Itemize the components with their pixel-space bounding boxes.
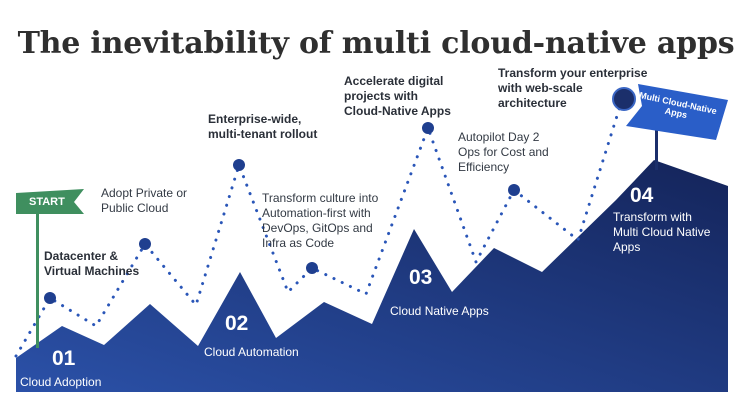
end-flag-pole	[655, 112, 658, 170]
stage-label-cloud-adoption: Cloud Adoption	[20, 375, 102, 389]
milestone-dots	[44, 87, 636, 304]
milestone-accelerate: Accelerate digital projects with Cloud-N…	[344, 74, 451, 118]
milestone-dot	[508, 184, 520, 196]
milestone-autopilot: Autopilot Day 2 Ops for Cost and Efficie…	[458, 130, 549, 174]
milestone-dot	[306, 262, 318, 274]
milestone-web-scale: Transform your enterprise with web-scale…	[498, 66, 648, 110]
end-flag-banner	[626, 84, 728, 140]
journey-path	[14, 98, 624, 358]
start-flag-banner	[16, 189, 84, 214]
milestone-dot	[612, 87, 636, 111]
stage-label-cloud-native: Cloud Native Apps	[390, 304, 489, 318]
milestone-enterprise-rollout: Enterprise-wide, multi-tenant rollout	[208, 112, 318, 141]
stage-label-cloud-automation: Cloud Automation	[204, 345, 299, 359]
stage-number-02: 02	[225, 312, 249, 335]
end-flag	[626, 84, 728, 170]
milestone-dot	[44, 292, 56, 304]
start-flag	[16, 189, 84, 348]
stage-number-03: 03	[409, 266, 433, 289]
milestone-dot	[233, 159, 245, 171]
stage-number-04: 04	[630, 184, 654, 207]
mountain-range	[16, 160, 728, 392]
start-flag-label: START	[29, 196, 65, 208]
stage-label-multi-cloud: Transform with Multi Cloud Native Apps	[613, 210, 711, 254]
milestone-datacenter: Datacenter & Virtual Machines	[44, 249, 140, 278]
milestone-dot	[422, 122, 434, 134]
milestone-dot	[139, 238, 151, 250]
start-flag-pole	[36, 196, 39, 348]
milestone-transform-culture: Transform culture into Automation-first …	[262, 191, 379, 250]
milestone-adopt-cloud: Adopt Private or Public Cloud	[101, 186, 188, 215]
stage-number-01: 01	[52, 347, 76, 370]
page-title: The inevitability of multi cloud-native …	[17, 26, 735, 61]
